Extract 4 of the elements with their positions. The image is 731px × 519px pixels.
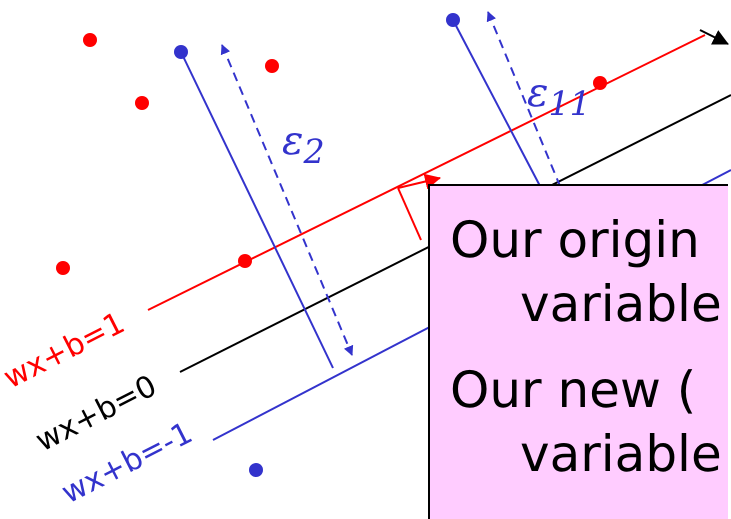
note-text: Our new ( variable (450, 360, 723, 485)
epsilon-label: ε$_{2}$ (282, 118, 325, 171)
note-text: Our origin variable (450, 210, 723, 335)
note-box (428, 184, 728, 519)
